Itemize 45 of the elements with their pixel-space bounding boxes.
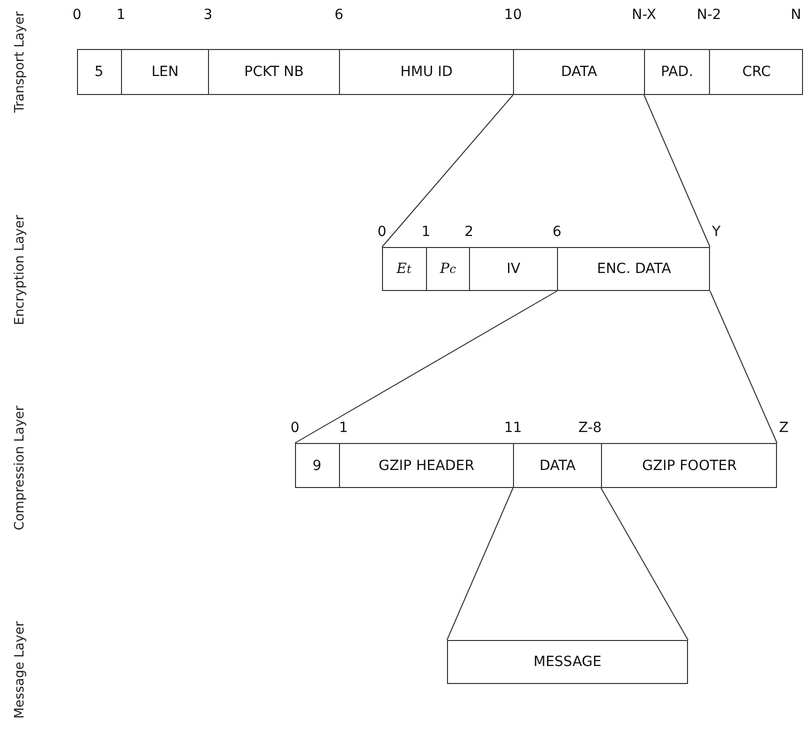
expansion-line: [446, 488, 514, 640]
byte-offset: 1: [116, 7, 126, 23]
packet-field: ENC. DATA: [557, 248, 710, 290]
byte-offset: 2: [464, 224, 474, 240]
byte-offset: Z: [779, 420, 789, 436]
byte-offset: 6: [334, 7, 344, 23]
expansion-line: [600, 488, 688, 640]
byte-offset: 10: [504, 7, 522, 23]
packet-field: PCKT NB: [208, 50, 339, 94]
packet-frame: [295, 443, 777, 488]
packet-field: LEN: [121, 50, 208, 94]
expansion-line: [294, 290, 558, 444]
packet-field: 9: [295, 444, 339, 487]
byte-offset: 0: [72, 7, 82, 23]
byte-offset: 0: [290, 420, 300, 436]
expansion-line: [382, 94, 514, 248]
expansion-line: [710, 290, 778, 444]
packet-field: DATA: [513, 444, 601, 487]
byte-offset: N-2: [696, 7, 722, 23]
packet-field: CRC: [709, 50, 803, 94]
packet-field: IV: [469, 248, 557, 290]
packet-field: PAD.: [644, 50, 709, 94]
byte-offset: N-X: [632, 7, 656, 23]
byte-offset: 1: [339, 420, 348, 436]
byte-offset: 11: [504, 420, 522, 436]
layer-name: Message Layer: [12, 621, 28, 719]
byte-offset: N: [790, 7, 802, 23]
expansion-line: [644, 94, 710, 248]
packet-field: GZIP FOOTER: [601, 444, 777, 487]
layer-name: Compression Layer: [12, 406, 28, 530]
byte-offset: Y: [712, 224, 721, 240]
packet-field: MESSAGE: [447, 640, 688, 684]
byte-offset: 1: [422, 224, 430, 240]
packet-frame: [382, 247, 710, 291]
byte-offset: 6: [552, 224, 562, 240]
byte-offset: 0: [378, 224, 386, 240]
layer-name: Encryption Layer: [12, 214, 28, 326]
packet-frame: [77, 49, 803, 95]
packet-field: DATA: [513, 50, 644, 94]
packet-field: GZIP HEADER: [339, 444, 513, 487]
packet-field: HMU ID: [339, 50, 513, 94]
packet-field: 5: [77, 50, 121, 94]
byte-offset: Z-8: [578, 420, 602, 436]
byte-offset: 3: [204, 7, 212, 23]
layer-name: Transport Layer: [12, 11, 28, 113]
